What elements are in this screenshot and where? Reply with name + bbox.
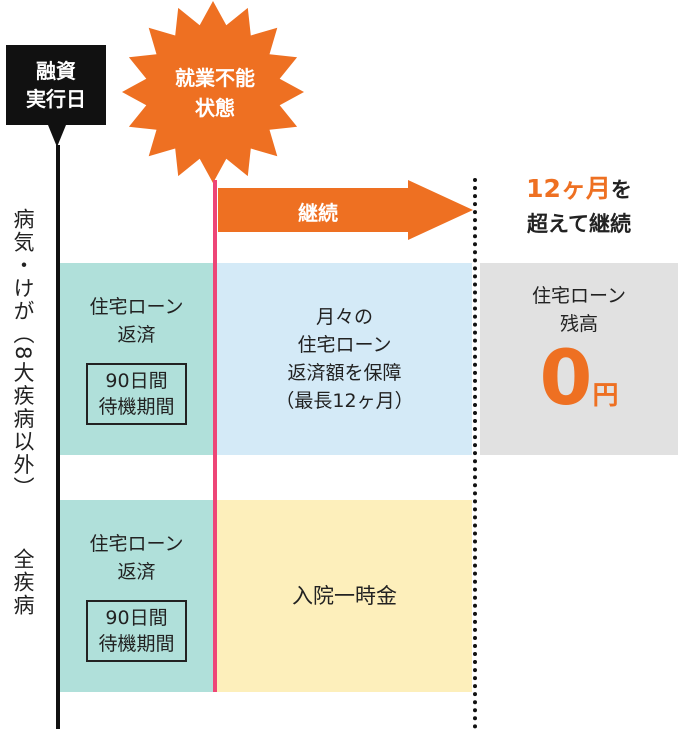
row1-waiting-box: 住宅ローン 返済 90日間 待機期間 (60, 263, 213, 455)
start-line1: 融資 (36, 59, 76, 83)
after-line1: 住宅ローン (531, 285, 627, 307)
remaining-balance: 0円 (540, 338, 619, 436)
beyond-line2: 超えて継続 (527, 212, 631, 236)
loan-start-label: 融資 実行日 (6, 45, 106, 125)
waiting-days: 90日間 (105, 607, 168, 629)
row2-benefit-box: 入院一時金 (217, 500, 472, 692)
waiting-period-badge: 90日間 待機期間 (86, 600, 187, 662)
timeline-axis (56, 145, 60, 729)
event-line1: 就業不能 (175, 65, 255, 90)
waiting-line2: 返済 (117, 324, 156, 346)
disability-event-label: 就業不能 状態 (120, 0, 310, 185)
waiting-line2: 返済 (117, 561, 156, 583)
waiting-period: 待機期間 (98, 633, 175, 655)
row1-after-box: 住宅ローン 残高 0円 (480, 263, 678, 455)
continue-arrow-icon (218, 180, 473, 240)
row1-benefit-box: 月々の 住宅ローン 返済額を保障 （最長12ヶ月） (217, 263, 472, 455)
balance-amount: 0 (539, 333, 593, 422)
row2-waiting-box: 住宅ローン 返済 90日間 待機期間 (60, 500, 213, 692)
benefit-line3: 返済額を保障 (287, 362, 402, 384)
starburst-icon (122, 1, 304, 183)
twelve-month-line (473, 178, 477, 729)
start-pointer-icon (48, 125, 66, 147)
row-label-all: 全疾病 (11, 548, 35, 617)
beyond-12-months-label: 12ヶ月を 超えて継続 (480, 172, 678, 241)
waiting-period: 待機期間 (98, 396, 175, 418)
start-line2: 実行日 (26, 87, 86, 111)
row-label-illness: 病気・けが（8大疾病以外） (11, 208, 35, 500)
balance-unit: 円 (592, 381, 619, 411)
event-line2: 状態 (195, 95, 235, 120)
event-line (213, 180, 217, 692)
benefit-line4: （最長12ヶ月） (275, 390, 414, 412)
waiting-line1: 住宅ローン (89, 533, 184, 555)
beyond-suffix: を (610, 178, 632, 202)
benefit-line2: 住宅ローン (297, 334, 392, 356)
twelve-months: 12ヶ月 (526, 174, 611, 203)
waiting-line1: 住宅ローン (89, 296, 184, 318)
benefit-line1: 月々の (315, 306, 373, 328)
after-line2: 残高 (559, 313, 598, 335)
continue-label: 継続 (298, 200, 338, 225)
waiting-days: 90日間 (105, 370, 168, 392)
waiting-period-badge: 90日間 待機期間 (86, 363, 187, 425)
